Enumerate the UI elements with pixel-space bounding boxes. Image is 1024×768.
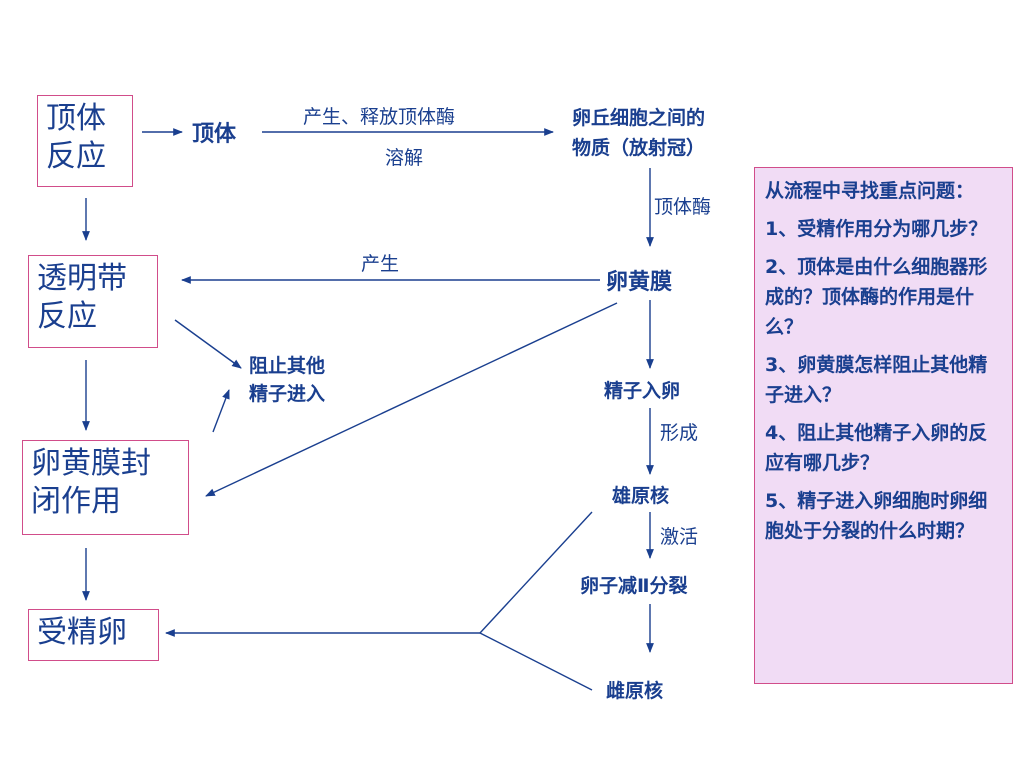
edge-label-acrosome-enzyme: 顶体酶 <box>654 196 712 218</box>
vitelline-membrane-label: 卵黄膜 <box>606 270 673 295</box>
acrosome-label: 顶体 <box>192 122 237 147</box>
question-item: 5、精子进入卵细胞时卵细胞处于分裂的什么时期？ <box>765 490 988 542</box>
edge-label-release-enzyme: 产生、释放顶体酶 <box>303 106 456 128</box>
line-male-to-junction <box>479 511 593 634</box>
zona-reaction-box: 透明带 反应 <box>28 255 158 348</box>
edge-label-form: 形成 <box>660 422 699 444</box>
meiosis-ii-label: 卵子减Ⅱ分裂 <box>580 575 688 597</box>
question-item: 4、阻止其他精子入卵的反应有哪几步？ <box>765 422 988 474</box>
female-pronucleus-label: 雌原核 <box>606 680 664 702</box>
zygote-box: 受精卵 <box>28 609 159 661</box>
block-other-sperm-label: 阻止其他 精子进入 <box>249 355 326 405</box>
question-item: 3、卵黄膜怎样阻止其他精子进入？ <box>765 354 988 406</box>
question-panel-title: 从流程中寻找重点问题： <box>765 180 975 202</box>
male-pronucleus-label: 雄原核 <box>612 485 670 507</box>
acrosome-reaction-box: 顶体 反应 <box>37 95 133 187</box>
vitelline-block-box: 卵黄膜封 闭作用 <box>22 440 189 535</box>
question-item: 1、受精作用分为哪几步？ <box>765 218 988 240</box>
edge-label-produce: 产生 <box>361 253 400 275</box>
line-female-to-junction <box>479 632 593 691</box>
arrow-vitelline-block-to-block-other <box>212 389 230 433</box>
question-panel: 从流程中寻找重点问题： 1、受精作用分为哪几步？ 2、顶体是由什么细胞器形成的？… <box>754 167 1013 684</box>
question-item: 2、顶体是由什么细胞器形成的？顶体酶的作用是什么？ <box>765 256 988 338</box>
arrow-zona-to-block-other <box>174 319 242 369</box>
corona-label: 卵丘细胞之间的 物质（放射冠） <box>572 107 706 159</box>
arrow-vitelline-to-block <box>205 302 618 497</box>
sperm-entry-label: 精子入卵 <box>604 380 681 402</box>
edge-label-activate: 激活 <box>660 526 699 548</box>
edge-label-dissolve: 溶解 <box>385 147 424 169</box>
